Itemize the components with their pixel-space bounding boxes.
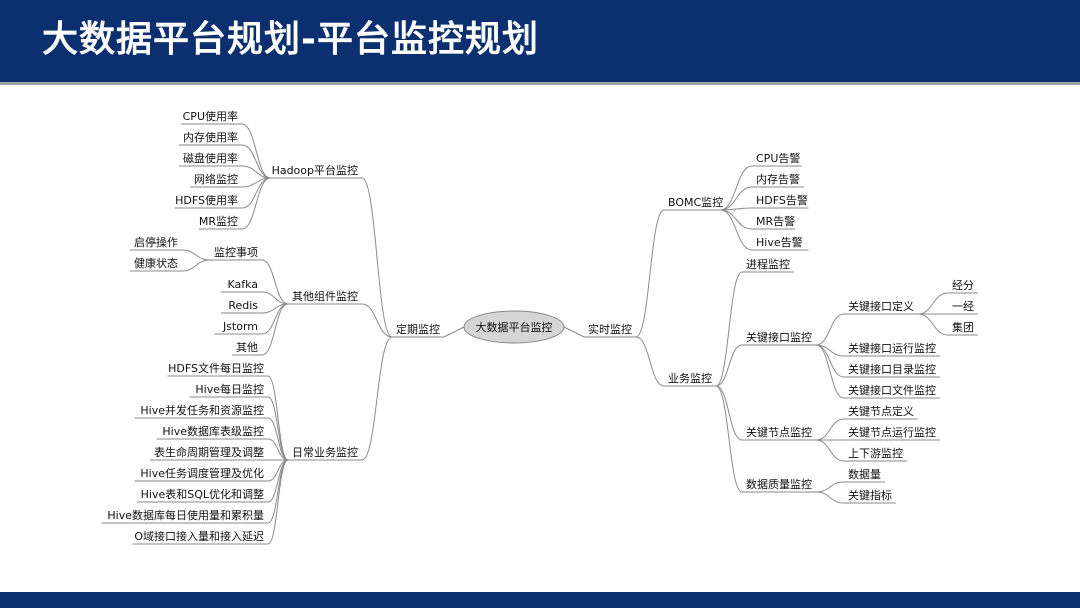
leaf-daily-6: Hive表和SQL优化和调整 bbox=[141, 487, 264, 501]
leaf-hadoop-0: CPU使用率 bbox=[183, 109, 238, 123]
group-daily-business: 日常业务监控 bbox=[292, 445, 358, 459]
leaf-daily-0: HDFS文件每日监控 bbox=[168, 361, 264, 375]
sub-interface-definition: 关键接口定义 bbox=[848, 299, 914, 313]
sub-data-quality: 数据质量监控 bbox=[746, 477, 812, 491]
leaf-daily-7: Hive数据库每日使用量和累积量 bbox=[107, 508, 264, 522]
leaf-hadoop-3: 网络监控 bbox=[194, 172, 238, 186]
leaf-other-0: Kafka bbox=[227, 278, 258, 291]
edge-daily-3 bbox=[267, 438, 289, 461]
leaf-bomc-1: 内存告警 bbox=[756, 172, 800, 186]
leaf-define-0: 经分 bbox=[952, 279, 974, 292]
sub-key-node: 关键节点监控 bbox=[746, 425, 812, 439]
leaf-hadoop-2: 磁盘使用率 bbox=[183, 151, 238, 165]
leaf-quality-1: 关键指标 bbox=[848, 488, 892, 502]
edge-sub-0 bbox=[181, 249, 211, 261]
root-node-shape bbox=[463, 310, 565, 344]
leaf-node-0: 关键节点定义 bbox=[848, 404, 914, 418]
leaf-bomc-0: CPU告警 bbox=[756, 151, 800, 165]
edge-interface-define bbox=[815, 313, 845, 346]
edge-hadoop-5 bbox=[241, 177, 271, 230]
group-hadoop-monitoring: Hadoop平台监控 bbox=[272, 163, 358, 177]
title-bar bbox=[0, 0, 1080, 82]
page-title: 大数据平台规划-平台监控规划 bbox=[42, 19, 539, 60]
edge-root-right bbox=[563, 326, 585, 338]
leaf-hadoop-5: MR监控 bbox=[199, 214, 238, 228]
group-bomc-monitoring: BOMC监控 bbox=[668, 195, 723, 209]
edge-interface-2 bbox=[815, 344, 845, 399]
edge-other-sub bbox=[261, 259, 289, 305]
sub-monitoring-items: 监控事项 bbox=[214, 245, 258, 259]
leaf-node-2: 上下游监控 bbox=[848, 446, 903, 460]
edge-node-2 bbox=[815, 439, 845, 462]
root-node: 大数据平台监控 bbox=[476, 320, 553, 334]
leaf-bomc-3: MR告警 bbox=[756, 214, 795, 228]
edge-daily-0 bbox=[267, 375, 289, 461]
edge-business-interface bbox=[715, 344, 743, 387]
mind-map-edges bbox=[101, 123, 978, 545]
footer-bar bbox=[0, 592, 1080, 608]
leaf-hadoop-1: 内存使用率 bbox=[183, 130, 238, 144]
group-other-components: 其他组件监控 bbox=[292, 289, 358, 303]
edge-bomc-4 bbox=[720, 209, 753, 251]
edge-hadoop-1 bbox=[241, 144, 271, 179]
leaf-define-2: 集团 bbox=[952, 320, 974, 334]
branch-periodic-monitoring: 定期监控 bbox=[396, 322, 440, 336]
edge-hadoop-2 bbox=[241, 165, 271, 179]
leaf-interface-0: 关键接口运行监控 bbox=[848, 341, 936, 355]
edge-business-quality bbox=[715, 385, 743, 493]
leaf-define-1: 一经 bbox=[952, 300, 974, 313]
edge-business-node bbox=[715, 385, 743, 441]
edge-define-2 bbox=[917, 313, 949, 336]
leaf-interface-2: 关键接口文件监控 bbox=[848, 383, 936, 397]
edge-other-3 bbox=[261, 303, 289, 356]
leaf-sub-1: 健康状态 bbox=[134, 256, 178, 270]
mind-map-nodes: 大数据平台监控 定期监控 实时监控 Hadoop平台监控 CPU使用率内存使用率磁盘使… bbox=[107, 109, 974, 543]
leaf-interface-1: 关键接口目录监控 bbox=[848, 362, 936, 376]
edge-node-0 bbox=[815, 418, 845, 441]
edge-realtime-business bbox=[635, 336, 665, 387]
edge-periodic-hadoop bbox=[361, 177, 393, 338]
edge-periodic-other bbox=[361, 303, 393, 338]
leaf-node-1: 关键节点运行监控 bbox=[848, 425, 936, 439]
leaf-other-2: Jstorm bbox=[222, 320, 258, 333]
edge-bomc-0 bbox=[720, 165, 753, 211]
leaf-daily-5: Hive任务调度管理及优化 bbox=[140, 466, 264, 480]
leaf-daily-4: 表生命周期管理及调整 bbox=[154, 445, 264, 459]
edge-daily-6 bbox=[267, 459, 289, 503]
edge-other-0 bbox=[261, 291, 289, 305]
edge-sub-1 bbox=[181, 259, 211, 272]
branch-realtime-monitoring: 实时监控 bbox=[588, 322, 632, 336]
group-business-monitoring: 业务监控 bbox=[668, 371, 712, 385]
edge-quality-0 bbox=[815, 481, 845, 493]
edge-hadoop-0 bbox=[241, 123, 271, 179]
leaf-daily-1: Hive每日监控 bbox=[195, 382, 264, 396]
edge-bomc-1 bbox=[720, 186, 753, 211]
leaf-process-monitoring: 进程监控 bbox=[746, 257, 790, 271]
edge-realtime-bomc bbox=[635, 209, 665, 338]
leaf-daily-3: Hive数据库表级监控 bbox=[162, 424, 264, 438]
edge-business-process bbox=[715, 271, 743, 387]
leaf-sub-0: 启停操作 bbox=[134, 235, 178, 249]
leaf-other-3: 其他 bbox=[236, 341, 258, 354]
leaf-other-1: Redis bbox=[228, 299, 258, 312]
leaf-daily-2: Hive并发任务和资源监控 bbox=[140, 403, 264, 417]
edge-root-left bbox=[443, 326, 465, 338]
edge-daily-8 bbox=[267, 459, 289, 545]
edge-bomc-3 bbox=[720, 209, 753, 230]
edge-define-0 bbox=[917, 292, 949, 315]
leaf-bomc-4: Hive告警 bbox=[756, 235, 803, 249]
edge-quality-1 bbox=[815, 491, 845, 504]
leaf-hadoop-4: HDFS使用率 bbox=[175, 193, 238, 207]
leaf-quality-0: 数据量 bbox=[848, 467, 881, 481]
leaf-daily-8: O域接口接入量和接入延迟 bbox=[134, 530, 264, 543]
sub-key-interface: 关键接口监控 bbox=[746, 330, 812, 344]
edge-periodic-daily bbox=[361, 336, 393, 461]
edge-daily-2 bbox=[267, 417, 289, 461]
leaf-bomc-2: HDFS告警 bbox=[756, 193, 808, 207]
title-bar-divider bbox=[0, 82, 1080, 85]
